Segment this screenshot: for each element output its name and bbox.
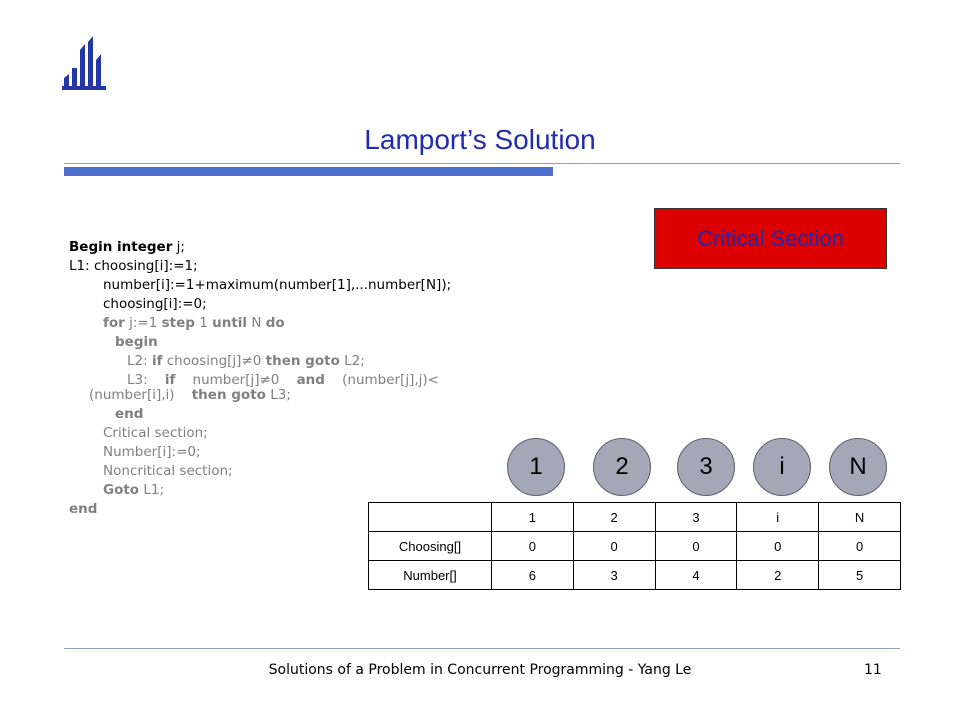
- code-text: N: [247, 315, 266, 331]
- code-keyword: then goto: [265, 353, 340, 369]
- code-text: L2;: [339, 353, 365, 369]
- code-text: L1: choosing[i]:=1;: [69, 258, 198, 274]
- table-header-row: 1 2 3 i N: [368, 502, 901, 532]
- table-cell: 0: [736, 531, 820, 561]
- code-keyword: step: [161, 315, 195, 331]
- code-text: number[i]:=1+maximum(number[1],...number…: [103, 277, 452, 293]
- code-text: L3:: [127, 372, 165, 388]
- process-circle-2: 2: [593, 438, 651, 496]
- code-text: 1: [194, 315, 213, 331]
- process-circle-label: 3: [699, 453, 713, 480]
- table-cell: 0: [491, 531, 574, 561]
- footer-divider-line: [64, 648, 900, 649]
- title-divider-line: [64, 163, 900, 164]
- code-keyword: for: [103, 315, 125, 331]
- code-text: L3;: [265, 387, 291, 403]
- page-number: 11: [864, 662, 882, 678]
- code-keyword: until: [212, 315, 248, 331]
- process-circle-3: 3: [677, 438, 735, 496]
- table-cell: 5: [818, 560, 901, 590]
- code-text: j;: [172, 239, 185, 255]
- code-line-1: Begin integer j;: [69, 238, 609, 257]
- slide-title: Lamport’s Solution: [364, 124, 596, 155]
- code-line-8: L3: if number[j]≠0 and (number[j],j)<: [69, 371, 609, 390]
- code-keyword: Goto: [103, 482, 140, 498]
- code-text: choosing[j]≠0: [162, 353, 266, 369]
- table-row: Choosing[] 0 0 0 0 0: [368, 531, 901, 561]
- code-line-2: L1: choosing[i]:=1;: [69, 257, 609, 276]
- table-cell: 6: [491, 560, 574, 590]
- code-line-6: begin: [69, 333, 609, 352]
- code-keyword: begin: [115, 334, 158, 350]
- code-text: (number[i],i): [89, 387, 192, 403]
- code-keyword: do: [265, 315, 285, 331]
- code-text: (number[j],j)<: [324, 372, 439, 388]
- code-text: L1;: [139, 482, 165, 498]
- code-line-9: (number[i],i) then goto L3;: [69, 386, 609, 405]
- table-cell: 4: [654, 560, 738, 590]
- code-line-3: number[i]:=1+maximum(number[1],...number…: [69, 276, 609, 295]
- code-line-13: Noncritical section;: [69, 462, 609, 481]
- footer-text: Solutions of a Problem in Concurrent Pro…: [268, 662, 692, 678]
- code-text: Number[i]:=0;: [103, 444, 201, 460]
- code-keyword: if: [164, 372, 176, 388]
- table-cell: 3: [572, 560, 656, 590]
- table-cell: 3: [654, 502, 738, 532]
- table-cell: [368, 502, 492, 532]
- code-keyword: and: [296, 372, 325, 388]
- table-cell: 2: [572, 502, 656, 532]
- code-line-11: Critical section;: [69, 424, 609, 443]
- process-circle-label: N: [849, 453, 867, 480]
- table-cell: 0: [818, 531, 901, 561]
- table-row-label: Choosing[]: [368, 531, 492, 561]
- process-circle-n: N: [829, 438, 887, 496]
- table-row-label: Number[]: [368, 560, 492, 590]
- code-text: Noncritical section;: [103, 463, 233, 479]
- code-text: number[j]≠0: [175, 372, 297, 388]
- critical-section-label: Critical Section: [697, 225, 844, 251]
- table-cell: N: [818, 502, 901, 532]
- table-cell: i: [736, 502, 820, 532]
- code-line-10: end: [69, 405, 609, 424]
- code-line-14: Goto L1;: [69, 481, 609, 500]
- code-line-12: Number[i]:=0;: [69, 443, 609, 462]
- code-text: j:=1: [124, 315, 162, 331]
- table-cell: 2: [736, 560, 820, 590]
- critical-section-box: Critical Section: [654, 208, 887, 269]
- code-line-7: L2: if choosing[j]≠0 then goto L2;: [69, 352, 609, 371]
- code-keyword: if: [151, 353, 163, 369]
- code-text: L2:: [127, 353, 152, 369]
- process-circle-i: i: [753, 438, 811, 496]
- table-cell: 1: [491, 502, 574, 532]
- code-keyword: then goto: [191, 387, 266, 403]
- table-cell: 0: [654, 531, 738, 561]
- code-text: Critical section;: [103, 425, 208, 441]
- code-keyword: Begin integer: [69, 239, 173, 255]
- code-keyword: end: [115, 406, 144, 422]
- process-circle-1: 1: [507, 438, 565, 496]
- code-listing: Begin integer j; L1: choosing[i]:=1; num…: [69, 238, 609, 519]
- title-accent-bar: [64, 167, 553, 176]
- code-line-4: choosing[i]:=0;: [69, 295, 609, 314]
- university-logo: [62, 36, 106, 90]
- code-keyword: end: [69, 501, 98, 517]
- process-circle-label: 2: [615, 453, 629, 480]
- table-cell: 0: [572, 531, 656, 561]
- code-line-15: end: [69, 500, 609, 519]
- process-state-table: 1 2 3 i N Choosing[] 0 0 0 0 0 Number[] …: [368, 502, 901, 590]
- process-circle-label: 1: [529, 453, 543, 480]
- code-text: choosing[i]:=0;: [103, 296, 207, 312]
- process-circle-label: i: [779, 453, 785, 480]
- table-row: Number[] 6 3 4 2 5: [368, 560, 901, 590]
- code-line-5: for j:=1 step 1 until N do: [69, 314, 609, 333]
